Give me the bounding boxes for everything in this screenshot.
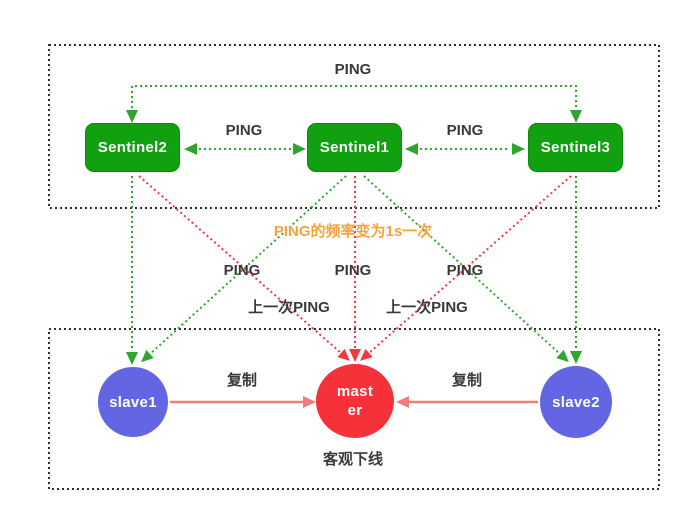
edge-replicate-slave1-master xyxy=(170,396,316,408)
arrowhead-diagonal-icon xyxy=(556,349,569,363)
edge-sentinel2-master xyxy=(138,175,350,361)
edge-ping-sentinel2-sentinel3 xyxy=(126,85,582,123)
arrowhead-down-icon xyxy=(570,110,582,123)
node-slave1-label: slave1 xyxy=(109,393,157,411)
node-sentinel1-label: Sentinel1 xyxy=(319,139,390,156)
edge-sentinel1-master xyxy=(349,176,361,362)
arrowhead-right-icon xyxy=(303,396,316,408)
arrowhead-left-icon xyxy=(184,143,197,155)
arrowhead-down-icon xyxy=(126,110,138,123)
ping-mid-center-label: PING xyxy=(334,261,372,279)
node-sentinel3: Sentinel3 xyxy=(528,123,623,172)
node-sentinel1: Sentinel1 xyxy=(307,123,402,172)
arrowhead-down-icon xyxy=(126,352,138,365)
node-master-label: master xyxy=(336,382,374,420)
edge-sentinel2-slave1 xyxy=(126,176,138,365)
objective-offline-status-label: 客观下线 xyxy=(322,450,384,468)
replicate-left-label: 复制 xyxy=(226,371,258,389)
arrowhead-down-icon xyxy=(349,349,361,362)
sentinel-group-box xyxy=(48,44,660,209)
arrowhead-left-icon xyxy=(405,143,418,155)
node-slave1: slave1 xyxy=(98,367,168,437)
arrowhead-diagonal-icon xyxy=(337,348,350,361)
edge-sentinel3-slave2 xyxy=(570,176,582,364)
node-sentinel2: Sentinel2 xyxy=(85,123,180,172)
edge-sentinel3-master xyxy=(360,175,572,361)
edge-replicate-slave2-master xyxy=(396,396,538,408)
node-sentinel3-label: Sentinel3 xyxy=(540,139,611,156)
edge-ping-sentinel2-sentinel1 xyxy=(184,143,306,155)
replicate-right-label: 复制 xyxy=(451,371,483,389)
arrowhead-left-icon xyxy=(396,396,409,408)
ping-top-label: PING xyxy=(334,60,372,78)
ping-mid-left-label: PING xyxy=(223,261,261,279)
node-slave2-label: slave2 xyxy=(552,393,600,411)
ping-sentinel2-sentinel1-label: PING xyxy=(225,121,263,139)
edge-ping-sentinel1-sentinel3 xyxy=(405,143,525,155)
edge-sentinel1-slave2 xyxy=(363,175,569,363)
arrowhead-right-icon xyxy=(512,143,525,155)
last-ping-left-label: 上一次PING xyxy=(248,298,330,316)
arrowhead-down-icon xyxy=(570,351,582,364)
arrowhead-right-icon xyxy=(293,143,306,155)
arrowhead-diagonal-icon xyxy=(141,349,154,363)
last-ping-right-label: 上一次PING xyxy=(386,298,468,316)
arrowhead-diagonal-icon xyxy=(360,348,373,361)
data-node-group-box xyxy=(48,328,660,490)
ping-frequency-note: PING的频率变为1s一次 xyxy=(273,222,433,240)
node-slave2: slave2 xyxy=(540,366,612,438)
node-master: master xyxy=(316,364,394,438)
ping-sentinel1-sentinel3-label: PING xyxy=(446,121,484,139)
edge-sentinel1-slave1 xyxy=(141,175,347,363)
node-sentinel2-label: Sentinel2 xyxy=(97,139,168,156)
ping-mid-right-label: PING xyxy=(446,261,484,279)
